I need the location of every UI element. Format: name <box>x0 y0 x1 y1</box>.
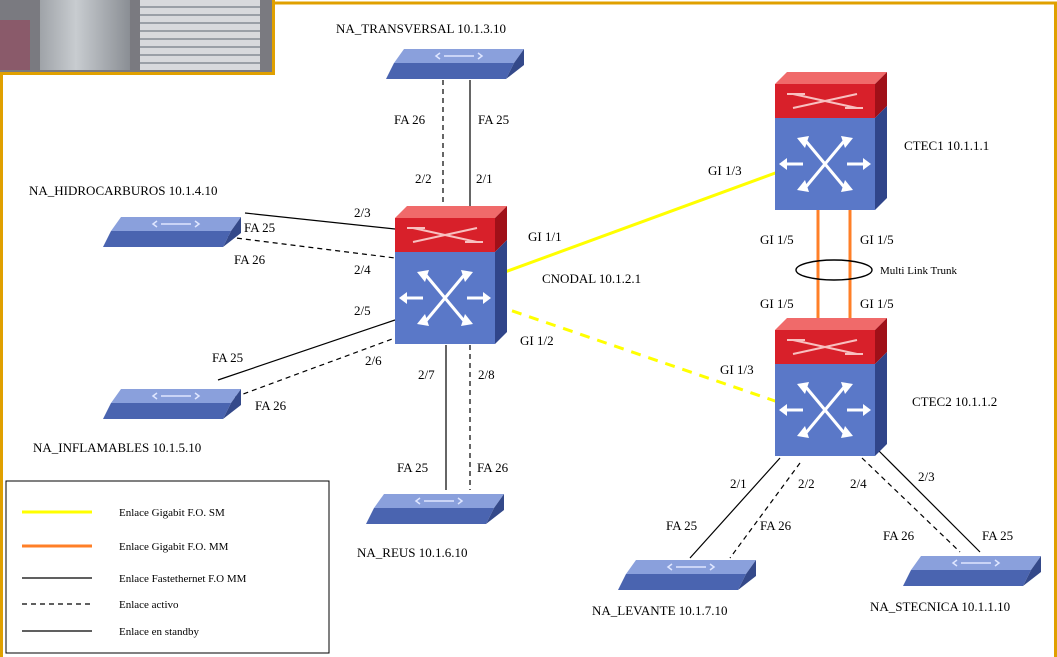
port-ctec2-gi15b: GI 1/5 <box>860 296 894 311</box>
link-stecnica-active <box>861 457 961 553</box>
hub-stecnica <box>902 555 1042 587</box>
label-levante: NA_LEVANTE 10.1.7.10 <box>592 603 728 618</box>
link-cnodal-ctec2-gigabit-sm <box>494 303 779 404</box>
port-cn-26: 2/6 <box>365 353 382 368</box>
port-trans-fa25: FA 25 <box>478 112 509 127</box>
label-hidrocarburos: NA_HIDROCARBUROS 10.1.4.10 <box>29 183 218 198</box>
legend-label-standby: Enlace en standby <box>119 626 200 638</box>
port-ctec2-23: 2/3 <box>918 469 935 484</box>
port-inf-fa25: FA 25 <box>212 350 243 365</box>
label-cnodal: CNODAL 10.1.2.1 <box>542 271 641 286</box>
port-inf-fa26: FA 26 <box>255 398 287 413</box>
port-cn-22: 2/2 <box>415 171 432 186</box>
link-hidrocarburos-standby <box>244 212 396 230</box>
port-ctec1-gi15a: GI 1/5 <box>760 232 794 247</box>
legend-label-active: Enlace activo <box>119 599 179 611</box>
label-transversal: NA_TRANSVERSAL 10.1.3.10 <box>336 21 506 36</box>
port-ctec2-gi13: GI 1/3 <box>720 362 754 377</box>
switch-ctec1 <box>775 72 887 212</box>
hub-reus <box>365 493 505 525</box>
port-ctec1-gi15b: GI 1/5 <box>860 232 894 247</box>
photo-rack-left <box>40 0 130 70</box>
hub-hidrocarburos <box>102 216 242 248</box>
trunk-label: Multi Link Trunk <box>880 265 958 277</box>
legend-label-gigabit-mm: Enlace Gigabit F.O. MM <box>119 541 229 553</box>
port-reus-fa25: FA 25 <box>397 460 428 475</box>
label-inflamables: NA_INFLAMABLES 10.1.5.10 <box>33 440 201 455</box>
port-ste-fa26: FA 26 <box>883 528 915 543</box>
photo-rack-right <box>140 0 260 70</box>
port-ctec2-24: 2/4 <box>850 476 867 491</box>
port-ste-fa25: FA 25 <box>982 528 1013 543</box>
port-cn-gi11: GI 1/1 <box>528 229 562 244</box>
port-cn-23: 2/3 <box>354 205 371 220</box>
port-cn-27: 2/7 <box>418 367 435 382</box>
link-levante-active <box>729 462 801 559</box>
switch-ctec2 <box>775 318 887 458</box>
port-hid-fa26: FA 26 <box>234 252 266 267</box>
equipment-photo <box>0 0 275 75</box>
link-inflamables-standby <box>217 319 396 381</box>
links <box>217 80 981 559</box>
port-ctec1-gi13: GI 1/3 <box>708 163 742 178</box>
port-cn-gi12: GI 1/2 <box>520 333 554 348</box>
port-cn-21: 2/1 <box>476 171 493 186</box>
photo-hand <box>0 20 30 70</box>
label-ctec2: CTEC2 10.1.1.2 <box>912 394 997 409</box>
port-ctec2-21: 2/1 <box>730 476 747 491</box>
label-stecnica: NA_STECNICA 10.1.1.10 <box>870 599 1010 614</box>
port-hid-fa25: FA 25 <box>244 220 275 235</box>
label-ctec1: CTEC1 10.1.1.1 <box>904 138 989 153</box>
hub-inflamables <box>102 388 242 420</box>
port-ctec2-22: 2/2 <box>798 476 815 491</box>
port-reus-fa26: FA 26 <box>477 460 509 475</box>
link-inflamables-active <box>234 337 396 398</box>
port-cn-24: 2/4 <box>354 262 371 277</box>
hub-transversal <box>385 48 525 80</box>
port-trans-fa26: FA 26 <box>394 112 426 127</box>
port-ctec2-gi15a: GI 1/5 <box>760 296 794 311</box>
port-cn-25: 2/5 <box>354 303 371 318</box>
link-stecnica-standby <box>877 449 981 553</box>
legend: Enlace Gigabit F.O. SM Enlace Gigabit F.… <box>5 480 330 654</box>
switch-cnodal <box>395 206 507 346</box>
legend-label-gigabit-sm: Enlace Gigabit F.O. SM <box>119 507 225 519</box>
link-hidrocarburos-active <box>227 236 396 259</box>
port-lev-fa25: FA 25 <box>666 518 697 533</box>
hub-levante <box>617 559 757 591</box>
legend-label-fastethernet: Enlace Fastethernet F.O MM <box>119 573 247 585</box>
multi-link-trunk-ring <box>795 259 873 281</box>
legend-box <box>5 480 330 654</box>
port-lev-fa26: FA 26 <box>760 518 792 533</box>
port-cn-28: 2/8 <box>478 367 495 382</box>
link-levante-standby <box>689 457 781 559</box>
link-cnodal-ctec1-gigabit-sm <box>504 170 779 274</box>
label-reus: NA_REUS 10.1.6.10 <box>357 545 468 560</box>
